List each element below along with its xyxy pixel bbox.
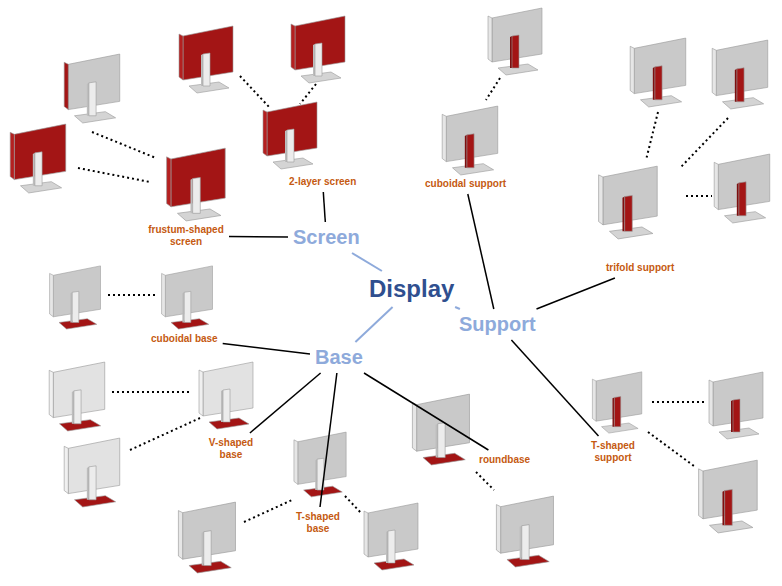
label-text: cuboidal base xyxy=(151,333,218,345)
part-label: T-shaped base xyxy=(292,510,344,536)
label-text: 2-layer screen xyxy=(289,176,356,188)
label-text: roundbase xyxy=(479,454,530,466)
connector-line xyxy=(323,192,325,222)
monitor-figure xyxy=(64,54,120,123)
connector-line xyxy=(223,344,310,354)
support-variants xyxy=(442,8,770,533)
monitor-figure xyxy=(294,432,346,497)
monitor-figure xyxy=(64,438,120,507)
part-label: V-shaped base xyxy=(205,436,257,462)
category-label: Support xyxy=(457,312,538,337)
monitor-figure xyxy=(496,496,553,567)
monitor-figure xyxy=(364,503,418,570)
monitor-figure xyxy=(599,166,658,239)
monitor-figure xyxy=(712,40,768,109)
connector-line xyxy=(250,373,321,433)
monitor-figure xyxy=(199,362,253,429)
connector-line xyxy=(352,253,382,271)
monitor-figure xyxy=(179,26,233,93)
monitor-figure xyxy=(49,362,105,431)
part-label: 2-layer screen xyxy=(287,175,358,189)
monitor-figure xyxy=(412,394,469,465)
screen-variants xyxy=(10,16,345,221)
connector-line xyxy=(364,373,488,450)
monitor-figure xyxy=(291,16,345,83)
base-variants xyxy=(49,266,553,573)
part-label: roundbase xyxy=(477,453,532,467)
monitor-figure xyxy=(699,460,758,533)
monitor-figure xyxy=(488,8,542,75)
connector-line xyxy=(537,278,615,309)
monitor-figure xyxy=(263,102,317,169)
label-text: T-shaped base xyxy=(294,511,342,535)
label-text: V-shaped base xyxy=(207,437,255,461)
monitor-figure xyxy=(714,154,770,223)
part-label: trifold support xyxy=(604,261,676,275)
label-text: T-shaped support xyxy=(589,440,637,464)
label-text: Screen xyxy=(293,226,360,249)
monitor-figure xyxy=(592,372,641,433)
root-label: Display xyxy=(367,274,456,304)
connector-line xyxy=(355,307,392,342)
part-label: frustum-shaped screen xyxy=(146,223,226,249)
connector-line xyxy=(511,340,598,436)
label-text: trifold support xyxy=(606,262,674,274)
monitor-figure xyxy=(167,148,226,221)
monitor-figure xyxy=(630,38,686,107)
dotted-leaders xyxy=(78,76,728,522)
label-text: Base xyxy=(315,346,363,369)
label-text: Support xyxy=(459,313,536,336)
label-text: frustum-shaped screen xyxy=(148,224,224,248)
category-label: Screen xyxy=(291,225,362,250)
monitor-figure xyxy=(709,372,763,439)
part-label: T-shaped support xyxy=(587,439,639,465)
connector-line xyxy=(320,373,337,507)
connector-line xyxy=(455,307,460,309)
monitor-figure xyxy=(442,106,498,175)
category-label: Base xyxy=(313,345,365,370)
part-label: cuboidal support xyxy=(423,177,508,191)
connector-line xyxy=(468,194,494,309)
label-text: Display xyxy=(369,275,454,303)
monitor-figure xyxy=(10,124,66,193)
monitor-figure xyxy=(178,502,235,573)
part-label: cuboidal base xyxy=(149,332,220,346)
label-text: cuboidal support xyxy=(425,178,506,190)
connector-line xyxy=(229,236,288,238)
monitor-figure xyxy=(50,266,101,329)
monitor-figure xyxy=(162,266,213,329)
